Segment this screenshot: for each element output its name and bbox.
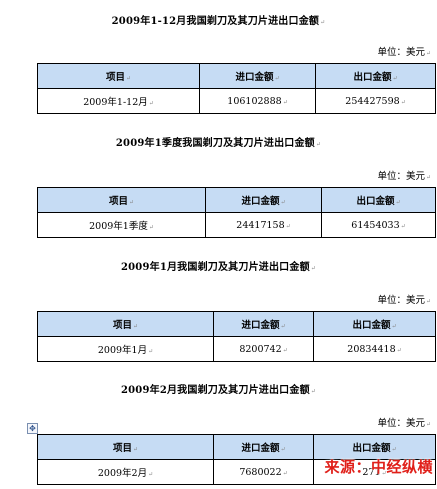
header-item: 项目↵ xyxy=(37,187,206,213)
data-table: 项目↵ 进口金额↵ 出口金额↵ 2009年1月↵ 8200742↵ 208344… xyxy=(37,311,436,362)
table-header-row: 项目↵ 进口金额↵ 出口金额↵ xyxy=(37,63,436,89)
table-header-row: 项目↵ 进口金额↵ 出口金额↵ xyxy=(37,187,436,213)
unit-label: 单位：美元↵ xyxy=(377,47,431,58)
cell-import: 24417158↵ xyxy=(205,212,322,238)
cell-export: 254427598↵ xyxy=(315,88,436,114)
cell-import: 7680022↵ xyxy=(213,459,314,485)
cell-item: 2009年2月↵ xyxy=(37,459,214,485)
unit-label: 单位：美元↵ xyxy=(377,171,431,182)
cell-item: 2009年1月↵ xyxy=(37,336,214,362)
data-table: 项目↵ 进口金额↵ 出口金额↵ 2009年2月↵ 7680022↵ 271↵ xyxy=(37,434,436,485)
cell-export: 61454033↵ xyxy=(321,212,436,238)
cell-item: 2009年1-12月↵ xyxy=(37,88,200,114)
data-table: 项目↵ 进口金额↵ 出口金额↵ 2009年1-12月↵ 106102888↵ 2… xyxy=(37,63,436,114)
cell-import: 8200742↵ xyxy=(213,336,314,362)
header-item: 项目↵ xyxy=(37,434,214,460)
header-import: 进口金额↵ xyxy=(213,311,314,337)
table-header-row: 项目↵ 进口金额↵ 出口金额↵ xyxy=(37,311,436,337)
header-export: 出口金额↵ xyxy=(315,63,436,89)
table-header-row: 项目↵ 进口金额↵ 出口金额↵ xyxy=(37,434,436,460)
unit-label: 单位：美元↵ xyxy=(377,418,431,429)
table-row: 2009年1季度↵ 24417158↵ 61454033↵ xyxy=(37,212,436,238)
section-title: 2009年1季度我国剃刀及其刀片进出口金额↵ xyxy=(115,138,322,149)
table-row: 2009年1-12月↵ 106102888↵ 254427598↵ xyxy=(37,88,436,114)
source-watermark: 来源：中经纵横 xyxy=(324,458,433,476)
cell-item: 2009年1季度↵ xyxy=(37,212,206,238)
header-import: 进口金额↵ xyxy=(213,434,314,460)
header-import: 进口金额↵ xyxy=(199,63,316,89)
header-item: 项目↵ xyxy=(37,311,214,337)
header-item: 项目↵ xyxy=(37,63,200,89)
header-export: 出口金额↵ xyxy=(321,187,436,213)
cell-export: 271↵ xyxy=(313,459,436,485)
section-title: 2009年1月我国剃刀及其刀片进出口金额↵ xyxy=(120,262,317,273)
unit-label: 单位：美元↵ xyxy=(377,295,431,306)
cell-import: 106102888↵ xyxy=(199,88,316,114)
header-export: 出口金额↵ xyxy=(313,434,436,460)
table-row: 2009年2月↵ 7680022↵ 271↵ xyxy=(37,459,436,485)
cell-export: 20834418↵ xyxy=(313,336,436,362)
section-title: 2009年2月我国剃刀及其刀片进出口金额↵ xyxy=(120,385,317,396)
data-table: 项目↵ 进口金额↵ 出口金额↵ 2009年1季度↵ 24417158↵ 6145… xyxy=(37,187,436,238)
header-export: 出口金额↵ xyxy=(313,311,436,337)
table-row: 2009年1月↵ 8200742↵ 20834418↵ xyxy=(37,336,436,362)
section-title: 2009年1-12月我国剃刀及其刀片进出口金额↵ xyxy=(111,16,326,27)
move-anchor-icon[interactable]: ✥ xyxy=(27,423,38,434)
header-import: 进口金额↵ xyxy=(205,187,322,213)
